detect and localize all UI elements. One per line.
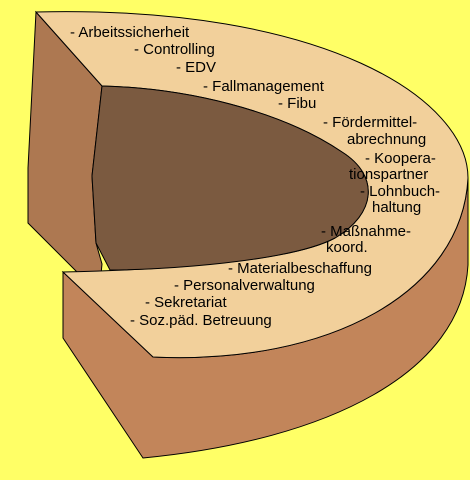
label-sekretariat: - Sekretariat	[145, 294, 228, 311]
label-materialbeschaffung: - Materialbeschaffung	[228, 260, 372, 277]
label-fibu: - Fibu	[278, 95, 316, 112]
label-arbeitssicherheit: - Arbeitssicherheit	[70, 24, 190, 41]
label-fallmanagement: - Fallmanagement	[203, 78, 325, 95]
label-controlling: - Controlling	[134, 41, 215, 58]
label-sozpaed: - Soz.päd. Betreuung	[130, 312, 272, 329]
label-personalverwaltung: - Personalverwaltung	[174, 277, 315, 294]
label-edv: - EDV	[176, 59, 216, 76]
